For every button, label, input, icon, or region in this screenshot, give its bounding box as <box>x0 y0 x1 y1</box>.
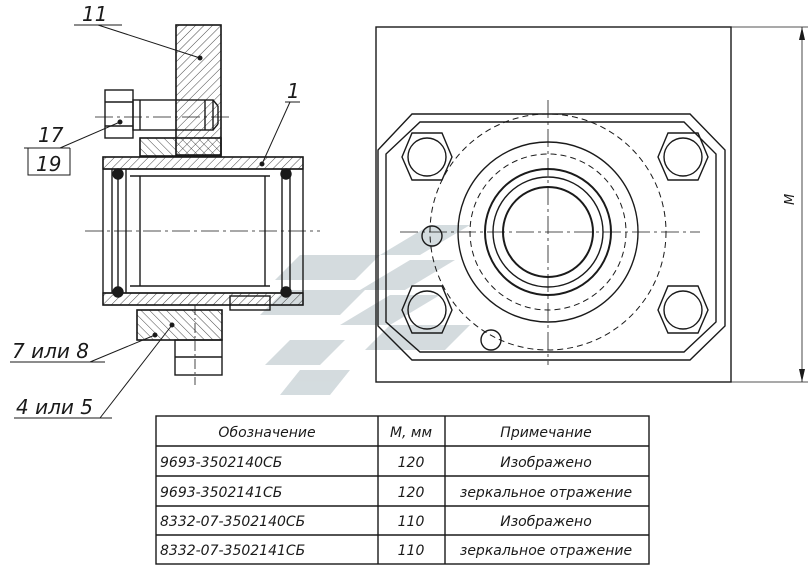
spec-table: Обозначение М, мм Примечание 9693-350214… <box>155 415 650 565</box>
callout-17: 17 <box>38 123 64 147</box>
front-view <box>375 26 808 383</box>
callout-4-5: 4 или 5 <box>16 395 93 419</box>
table-row-3-note: Изображено <box>500 514 592 530</box>
section-view <box>85 24 320 385</box>
leader-lines <box>10 24 300 419</box>
watermark-logo <box>260 225 470 395</box>
table-row-1-note: Изображено <box>500 455 592 471</box>
table-row-3-designation: 8332-07-3502140СБ <box>160 514 305 530</box>
table-header-note: Примечание <box>500 425 591 441</box>
dimension-m-label: M <box>783 194 798 205</box>
table-row-2-note: зеркальное отражение <box>460 485 632 501</box>
bolt-bottom-left <box>401 285 453 334</box>
table-row-4-designation: 8332-07-3502141СБ <box>160 543 305 559</box>
table-row-3-m: 110 <box>398 514 425 530</box>
table-row-1-m: 120 <box>398 455 425 471</box>
bolt-bottom-right <box>657 285 709 334</box>
table-header-m: М, мм <box>390 425 433 441</box>
callout-11: 11 <box>82 2 107 26</box>
table-row-1-designation: 9693-3502140СБ <box>160 455 282 471</box>
callout-7-8: 7 или 8 <box>12 339 89 363</box>
bolt-top-right <box>657 132 709 181</box>
table-row-2-designation: 9693-3502141СБ <box>160 485 282 501</box>
table-row-4-m: 110 <box>398 543 425 559</box>
bolt-top-left <box>401 132 453 181</box>
table-header-designation: Обозначение <box>218 425 315 441</box>
table-row-2-m: 120 <box>398 485 425 501</box>
callout-1: 1 <box>287 79 300 103</box>
callout-19: 19 <box>36 152 61 176</box>
table-row-4-note: зеркальное отражение <box>460 543 632 559</box>
